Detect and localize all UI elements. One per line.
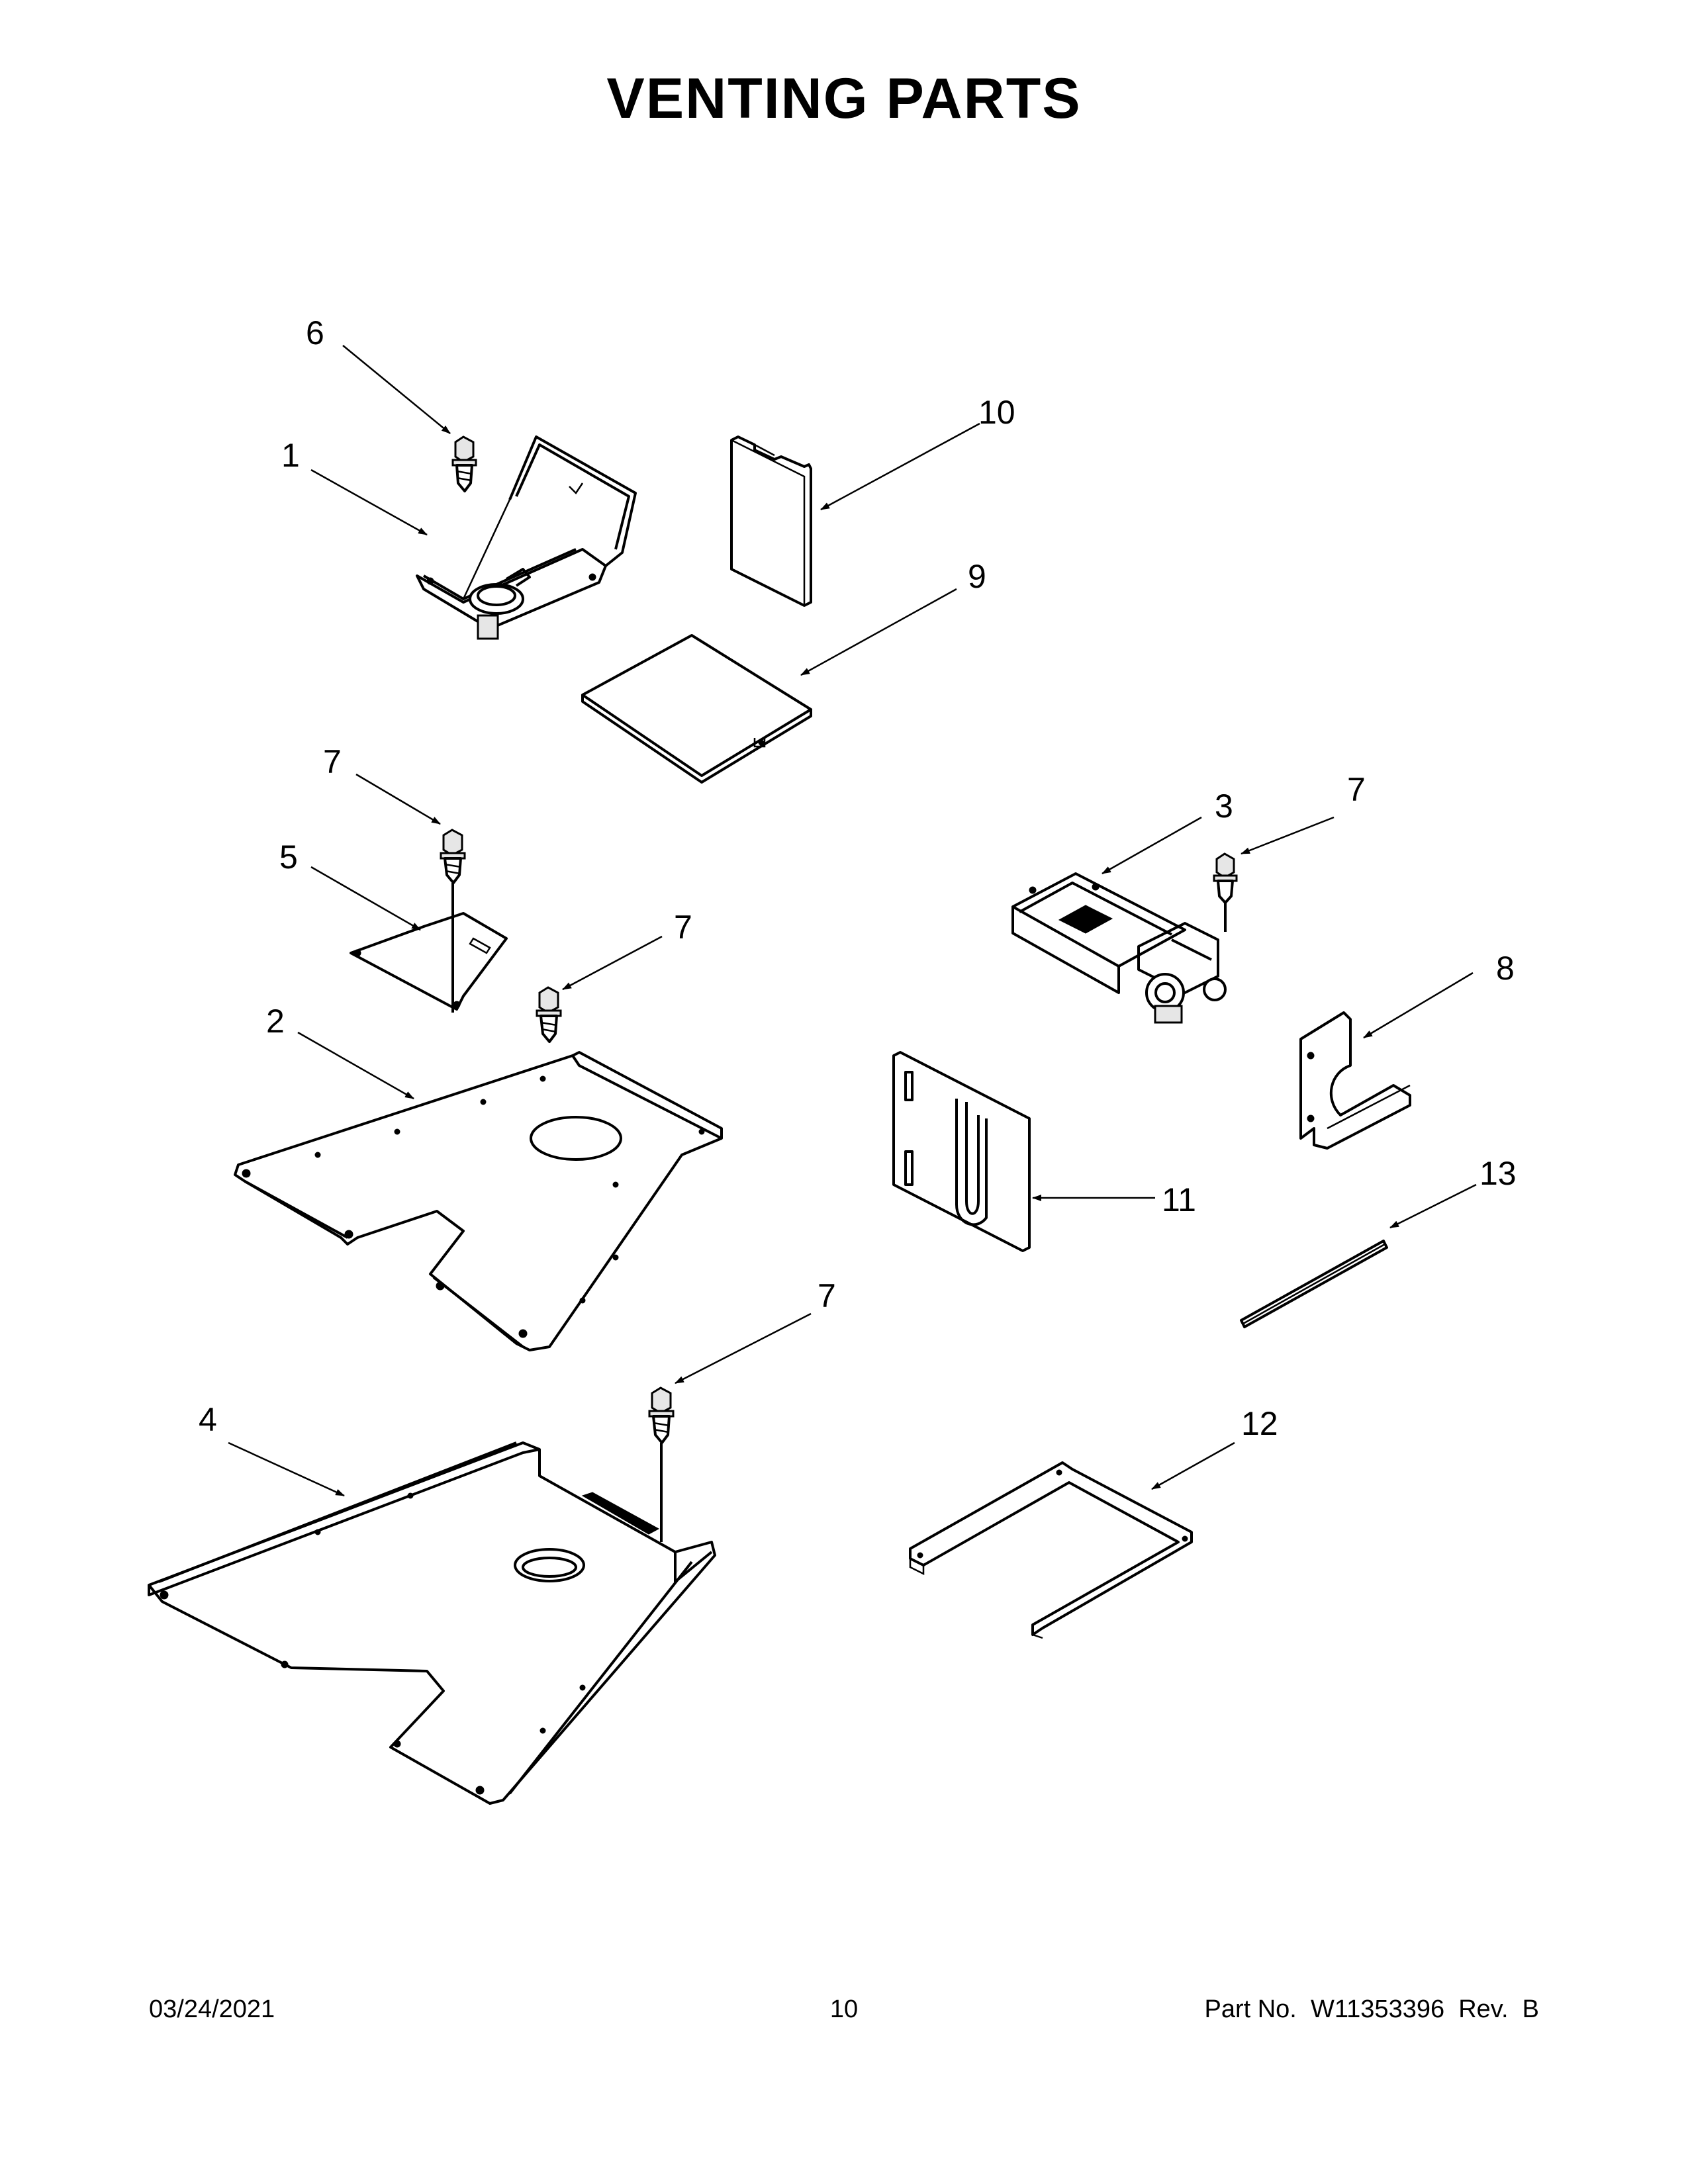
- part-2-shield: [234, 1051, 723, 1351]
- callout-13: 13: [1479, 1155, 1517, 1192]
- callout-10: 10: [978, 394, 1015, 431]
- callout-2: 2: [266, 1003, 285, 1040]
- callout-6: 6: [306, 314, 324, 351]
- part-7-screw-d: [648, 1387, 675, 1444]
- callout-7a: 7: [323, 743, 342, 780]
- page-title: VENTING PARTS: [606, 67, 1082, 130]
- part-7-screw-a: [440, 829, 466, 884]
- callout-9: 9: [968, 558, 986, 595]
- part-5-plate: [350, 912, 508, 1011]
- part-9-plate: [581, 634, 812, 784]
- footer-page-number: 10: [829, 1995, 859, 2023]
- callout-8: 8: [1496, 950, 1515, 987]
- leader-arrows: [228, 345, 1477, 1497]
- part-4-bottom-shield: [148, 1441, 716, 1805]
- callout-12: 12: [1241, 1405, 1278, 1442]
- part-13-seal-strip: [1240, 1240, 1388, 1328]
- part-8-bracket: [1299, 1011, 1411, 1150]
- callout-7c: 7: [1347, 771, 1366, 808]
- part-11-slotted-plate: [892, 1051, 1031, 1252]
- part-7-screw-b: [536, 986, 562, 1043]
- callout-7b: 7: [674, 909, 692, 946]
- part-1-vent-box: [416, 435, 637, 640]
- callout-3: 3: [1215, 788, 1233, 825]
- footer-date: 03/24/2021: [149, 1995, 275, 2023]
- footer-part-number: Part No. W11353396 Rev. B: [1204, 1995, 1539, 2023]
- callout-11: 11: [1162, 1181, 1196, 1218]
- part-6-screw: [451, 435, 477, 492]
- callout-4: 4: [199, 1401, 217, 1438]
- part-3-vent-motor-assembly: [1011, 872, 1227, 1024]
- callout-1: 1: [281, 437, 300, 474]
- part-7-screw-c: [1213, 852, 1238, 904]
- callout-5: 5: [279, 839, 298, 876]
- part-10-panel: [730, 435, 812, 607]
- callout-7d: 7: [818, 1277, 836, 1314]
- part-12-frame: [909, 1461, 1193, 1639]
